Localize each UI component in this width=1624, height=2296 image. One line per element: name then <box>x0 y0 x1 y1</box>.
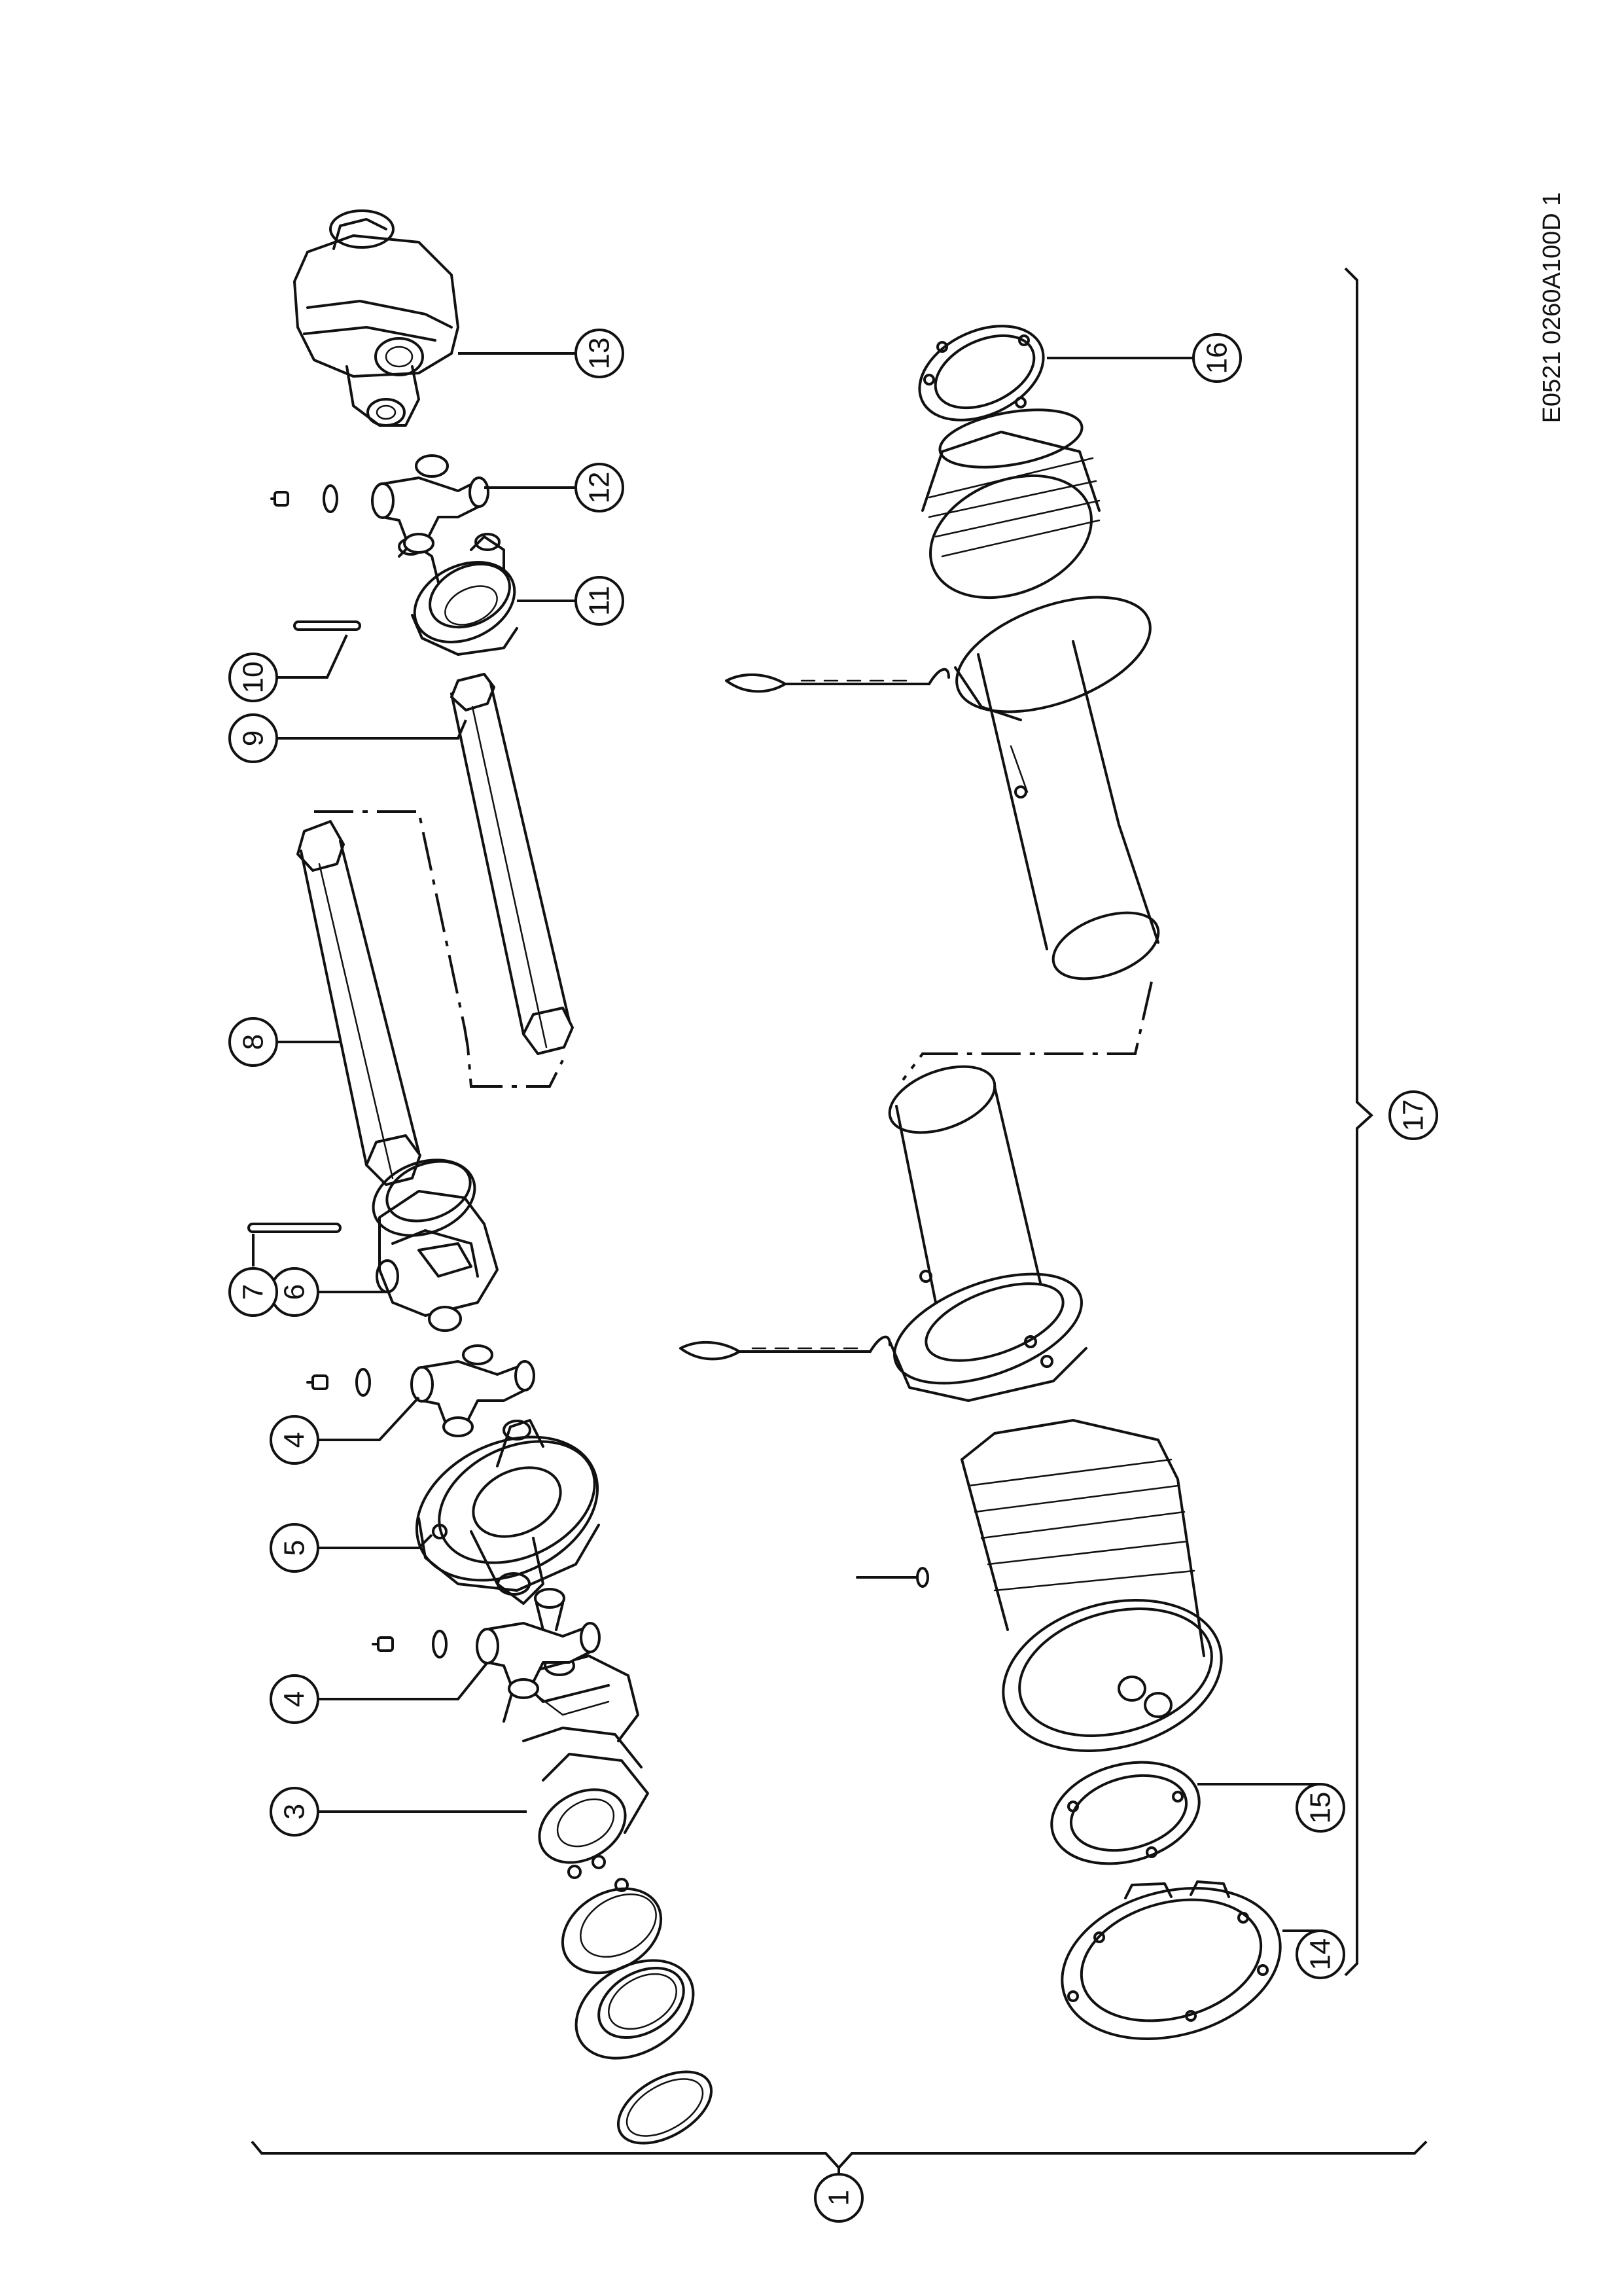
collar-ring-part <box>561 1887 663 1975</box>
safety-chain-bottom <box>679 1335 891 1361</box>
part-5-cv-housing <box>415 1419 600 1605</box>
part-12-cross-kit <box>270 454 489 554</box>
callout-label-11: 11 <box>584 586 616 616</box>
callout-10: 10 <box>228 653 278 702</box>
part-11-outer-yoke <box>398 533 518 656</box>
guard-tube-inner <box>888 1065 1087 1402</box>
part-7-pin <box>247 1223 342 1233</box>
callout-label-14: 14 <box>1305 1939 1337 1971</box>
callout-1: 1 <box>814 2173 864 2223</box>
callout-label-15: 15 <box>1305 1792 1337 1824</box>
part-6-inner-yoke <box>372 1158 499 1332</box>
callout-16: 16 <box>1192 333 1242 383</box>
callout-label-6: 6 <box>279 1284 311 1300</box>
callout-4-lower: 4 <box>270 1674 319 1724</box>
callout-label-9: 9 <box>238 730 270 746</box>
callout-8: 8 <box>228 1017 278 1067</box>
callout-17: 17 <box>1388 1090 1438 1140</box>
guard-tube-outer <box>954 596 1160 980</box>
part-4-cross-kit-lower <box>372 1588 601 1699</box>
part-8-outer-tube <box>296 820 421 1186</box>
callout-9: 9 <box>228 713 278 763</box>
guard-cone-bellows-bottom <box>856 1419 1223 1753</box>
part-16-guard-ring <box>918 325 1045 422</box>
callout-4-upper: 4 <box>270 1415 319 1465</box>
callout-label-3: 3 <box>279 1804 311 1820</box>
part-14-bearing-ring <box>1061 1880 1282 2041</box>
callout-label-7: 7 <box>238 1284 270 1300</box>
callout-label-16: 16 <box>1201 342 1233 374</box>
drawing-code: E0521 0260A100D 1 <box>1538 192 1566 423</box>
part-13-clutch-yoke <box>293 209 459 427</box>
callout-13: 13 <box>574 329 624 378</box>
callout-label-12: 12 <box>584 472 616 504</box>
part-9-inner-tube <box>450 673 574 1055</box>
callout-label-4-lower: 4 <box>279 1691 311 1707</box>
tube-alignment-line <box>314 810 564 1088</box>
callout-12: 12 <box>574 463 624 512</box>
callout-label-13: 13 <box>584 338 616 370</box>
callout-label-8: 8 <box>238 1034 270 1050</box>
seal-ring-part <box>616 2070 713 2145</box>
callout-3: 3 <box>270 1787 319 1837</box>
safety-chain-top <box>725 668 950 693</box>
brace-assembly <box>251 2140 1428 2174</box>
callout-label-1: 1 <box>823 2190 855 2206</box>
callout-label-17: 17 <box>1398 1100 1430 1132</box>
callout-label-4-upper: 4 <box>279 1432 311 1448</box>
callout-label-10: 10 <box>238 662 270 694</box>
guard-alignment-line <box>902 981 1153 1081</box>
callout-5: 5 <box>270 1523 319 1573</box>
brace-guard <box>1344 267 1373 1977</box>
part-4-cross-kit-upper <box>306 1344 535 1437</box>
callout-7: 7 <box>228 1267 278 1317</box>
guard-cone-bellows-top <box>921 408 1101 600</box>
callout-14: 14 <box>1296 1929 1345 1979</box>
callout-15: 15 <box>1296 1783 1345 1833</box>
part-10-roll-pin <box>293 620 361 631</box>
part-15-guard-ring <box>1050 1761 1201 1865</box>
locking-balls <box>567 1855 629 1892</box>
callout-11: 11 <box>574 576 624 626</box>
callout-label-5: 5 <box>279 1540 311 1556</box>
